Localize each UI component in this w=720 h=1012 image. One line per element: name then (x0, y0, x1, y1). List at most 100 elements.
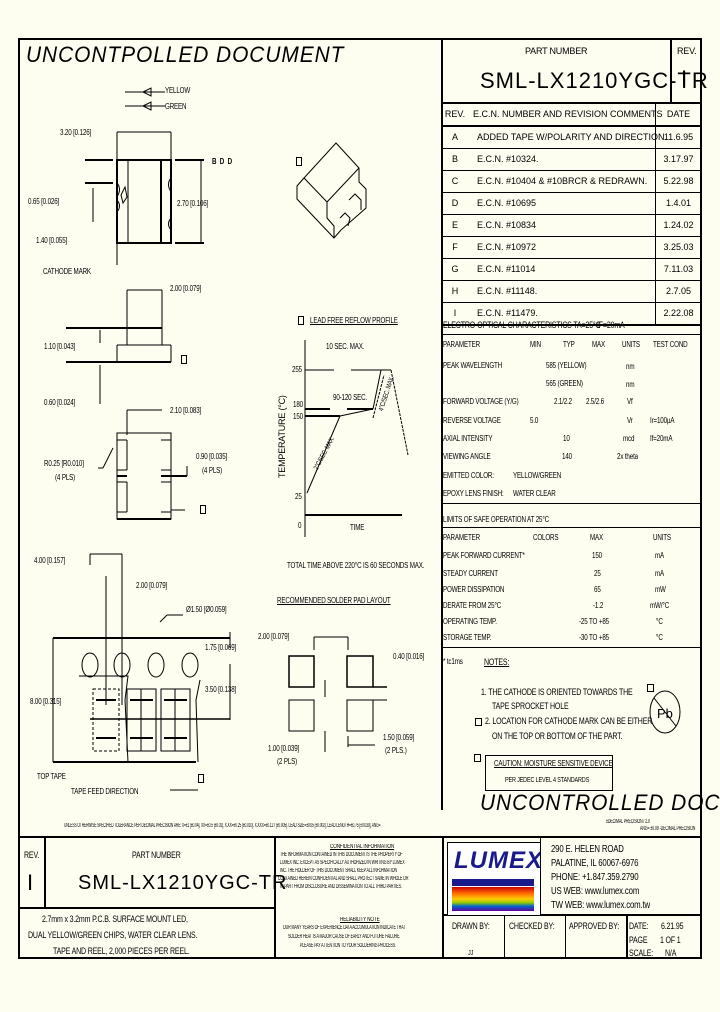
tw-web: TW WEB: www.lumex.com.tw (551, 900, 650, 911)
top-tape-label: TOP TAPE (37, 772, 66, 781)
reliability-line: SOLDER HEAT IS A MAJOR CAUSE OF EARLY AN… (288, 934, 401, 940)
tolerance-strip (18, 810, 702, 836)
lens-finish-label: EPOXY LENS FINISH: (443, 489, 504, 498)
row-comment: E.C.N. #11014 (477, 264, 536, 274)
eo-header-min: MIN (530, 340, 541, 349)
header-date: DATE (655, 104, 701, 125)
note-2: 2. LOCATION FOR CATHODE MARK CAN BE EITH… (485, 716, 653, 726)
reflow-title: LEAD FREE REFLOW PROFILE (310, 316, 398, 325)
dim-label: 2.00 [0.079] (258, 632, 290, 641)
eo-param: FORWARD VOLTAGE (Y/G) (443, 397, 519, 406)
safe-param: PEAK FORWARD CURRENT* (443, 551, 525, 560)
reflow-x-axis-label: TIME (350, 523, 365, 532)
confidential-line: IN PART FROM DISCLOSURE AND DISSEMINATIO… (280, 884, 402, 890)
reflow-y-axis-label: TEMPERATURE (°C) (277, 395, 287, 478)
row-date: 3.25.03 (655, 237, 701, 258)
safe-max: -1.2 (593, 601, 604, 610)
date-label: DATE: (629, 921, 649, 931)
address-line: PALATINE, IL 60067-6976 (551, 858, 639, 869)
dim-label: 2.00 [0.079] (136, 581, 168, 590)
emitted-color: YELLOW/GREEN (513, 471, 562, 480)
part-number: SML-LX1210YGC-TR (78, 872, 288, 894)
dim-label: 1.40 [0.055] (36, 236, 68, 245)
scale-value: N/A (665, 948, 677, 958)
row-date: 5.22.98 (655, 171, 701, 192)
dim-label: 1.10 [0.043] (44, 342, 76, 351)
electro-optical-title: ELECTRO-OPTICAL CHARACTERISTICS TA=25°C (443, 320, 601, 330)
safe-param: POWER DISSIPATION (443, 585, 505, 594)
divider (442, 914, 702, 916)
header-comments: E.C.N. NUMBER AND REVISION COMMENTS (473, 109, 663, 119)
dim-label: 1.50 [0.059] (383, 733, 415, 742)
eo-header-parameter: PARAMETER (443, 340, 480, 349)
tolerance-angle: ±DECIMAL PRECISION / 2.0 (606, 819, 650, 825)
lens-finish: WATER CLEAR (513, 489, 556, 498)
divider (565, 914, 566, 959)
dim-label: 3.20 [0.126] (60, 128, 92, 137)
caution-subtitle: PER JEDEC LEVEL 4 STANDARDS (505, 777, 590, 784)
dim-label: 8.00 [0.315] (30, 697, 62, 706)
dim-label: 2.10 [0.083] (170, 406, 202, 415)
description-line: DUAL YELLOW/GREEN CHIPS, WATER CLEAR LEN… (28, 930, 198, 940)
safe-units: mA (655, 551, 665, 560)
eo-units: mcd (623, 434, 635, 443)
dim-label: 4.00 [0.157] (34, 556, 66, 565)
description-line: TAPE AND REEL, 2,000 PIECES PER REEL. (53, 946, 190, 956)
reliability-title: RELIABILITY NOTE (340, 917, 380, 923)
part-number-label: PART NUMBER (525, 46, 588, 56)
note-flag-icon (647, 684, 654, 692)
watermark-bottom: UNCONTROLLED DOCUMENT (480, 790, 720, 815)
eo-units: Vf (627, 397, 633, 406)
divider (443, 334, 700, 335)
row-comment: E.C.N. #10404 & #10BRCR & REDRAWN. (477, 176, 648, 186)
reflow-tick: 0 (298, 521, 302, 530)
safe-param: STEADY CURRENT (443, 569, 498, 578)
eo-header-max: MAX (592, 340, 606, 349)
eo-max: 2.5/2.6 (586, 397, 605, 406)
note-flag-icon (296, 157, 302, 166)
drawn-by-value: JJ (468, 950, 474, 957)
rev-label: REV. (24, 850, 40, 860)
note-flag-icon (474, 754, 481, 762)
row-comment: E.C.N. #11148. (477, 286, 538, 296)
row-rev: G (451, 264, 459, 274)
caution-box (485, 755, 613, 791)
phone: PHONE: +1.847.359.2790 (551, 872, 639, 883)
pb-free-icon: Pb (649, 690, 681, 734)
dim-label: 2.70 [0.106] (177, 199, 209, 208)
reflow-label: 10 SEC. MAX. (326, 342, 365, 351)
revision-table-header: REV. E.C.N. NUMBER AND REVISION COMMENTS… (443, 104, 700, 127)
safe-units: °C (656, 633, 663, 642)
eo-param: REVERSE VOLTAGE (443, 416, 501, 425)
title-block (18, 836, 702, 959)
divider (443, 503, 700, 504)
eo-header-test: TEST COND (653, 340, 688, 349)
note-2-cont: ON THE TOP OR BOTTOM OF THE PART. (492, 731, 623, 741)
dim-label: 0.60 [0.024] (44, 398, 76, 407)
note-1: 1. THE CATHODE IS ORIENTED TOWARDS THE (481, 687, 633, 697)
safe-max: 25 (594, 569, 601, 578)
eo-param: PEAK WAVELENGTH (443, 361, 503, 370)
solder-pad-title: RECOMMENDED SOLDER PAD LAYOUT (277, 596, 391, 605)
logo-rainbow (452, 887, 534, 911)
row-comment: E.C.N. #10695 (477, 198, 537, 208)
safe-max: 65 (594, 585, 601, 594)
reflow-tick: 180 (293, 400, 303, 409)
electro-optical-condition: IF=20mA (597, 320, 625, 330)
page-value: 1 OF 1 (660, 935, 681, 945)
divider (443, 647, 700, 648)
safe-max: -25 TO +85 (579, 617, 609, 626)
divider (442, 836, 444, 959)
dim-label: 1.75 [0.069] (205, 643, 237, 652)
scale-label: SCALE: (629, 948, 654, 958)
row-rev: D (451, 198, 459, 208)
safe-units: mW (655, 585, 666, 594)
technical-drawing-lines (52, 131, 409, 791)
part-number: SML-LX1210YGC-TR (480, 68, 709, 93)
row-rev: I (453, 308, 457, 318)
